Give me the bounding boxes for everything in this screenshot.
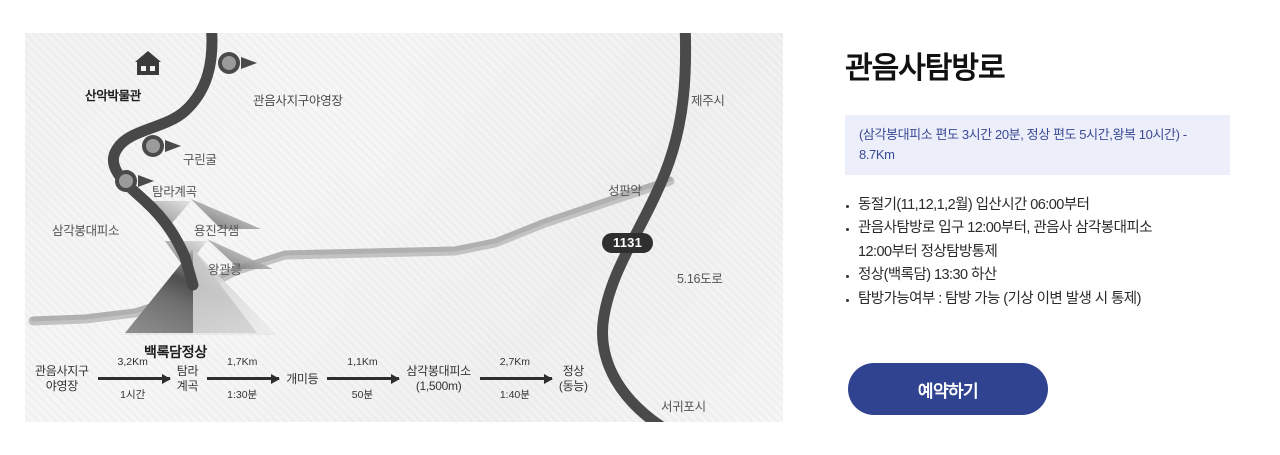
map-label-yongjingak-spring: 용진각샘 bbox=[194, 224, 239, 238]
arrow-right-icon bbox=[479, 373, 553, 384]
route-node-line: 야영장 bbox=[45, 379, 79, 393]
arrow-right-icon bbox=[207, 373, 281, 384]
segment-distance: 1,7Km bbox=[227, 356, 258, 368]
route-node-summit: 정상 (동능) bbox=[559, 364, 588, 394]
map-label-tamna-valley: 탐라계곡 bbox=[152, 185, 197, 199]
route-node-line: 정상 bbox=[562, 364, 585, 378]
segment-distance: 1,1Km bbox=[347, 356, 378, 368]
map-pin-campground[interactable] bbox=[218, 52, 257, 74]
route-summary-strip: 관음사지구 야영장 3,2Km 1시간 탐라 계곡 1,7Km 1:30분 개미… bbox=[35, 348, 775, 410]
notice-item: 정상(백록담) 13:30 하산 bbox=[845, 264, 1245, 287]
road-shield-1131: 1131 bbox=[602, 233, 654, 253]
map-label-mountain-museum: 산악박물관 bbox=[85, 89, 142, 103]
route-node-gaemideung: 개미등 bbox=[286, 371, 319, 387]
trail-summary-box: (삼각봉대피소 편도 3시간 20분, 정상 편도 5시간,왕복 10시간) -… bbox=[845, 115, 1230, 175]
trail-map-panel: 산악박물관 관음사지구야영장 구린굴 탐라계곡 삼각봉대피소 용진각샘 왕관릉 … bbox=[25, 33, 783, 422]
route-node-line: (1,500m) bbox=[415, 379, 462, 393]
map-label-gurin-cave: 구린굴 bbox=[183, 153, 217, 167]
map-label-gwaneumsa-campground: 관음사지구야영장 bbox=[253, 94, 343, 108]
map-label-samgakbong-shelter: 삼각봉대피소 bbox=[52, 224, 120, 238]
map-label-road-516: 5.16도로 bbox=[677, 272, 723, 286]
notice-item: 동절기(11,12,1,2월) 입산시간 06:00부터 bbox=[845, 194, 1245, 217]
map-pin-gurin[interactable] bbox=[142, 135, 181, 157]
segment-time: 1:30분 bbox=[227, 389, 258, 401]
map-label-baengnokdam-summit: 백록담정상 bbox=[144, 344, 207, 360]
map-label-wanggwanreung: 왕관릉 bbox=[208, 263, 242, 277]
segment-distance: 3,2Km bbox=[117, 356, 148, 368]
main-trail bbox=[107, 33, 218, 291]
map-graphics bbox=[28, 33, 692, 422]
map-label-jeju-city: 제주시 bbox=[691, 94, 725, 108]
route-node-campground: 관음사지구 야영장 bbox=[35, 364, 89, 394]
reserve-button[interactable]: 예약하기 bbox=[848, 363, 1048, 415]
route-node-samgakbong-shelter: 삼각봉대피소 (1,500m) bbox=[406, 364, 471, 394]
map-label-seongpanak: 성판악 bbox=[608, 184, 642, 198]
route-node-line: 삼각봉대피소 bbox=[406, 364, 471, 378]
trail-detail-column: 관음사탐방로 (삼각봉대피소 편도 3시간 20분, 정상 편도 5시간,왕복 … bbox=[845, 0, 1265, 455]
notice-list: 동절기(11,12,1,2월) 입산시간 06:00부터 관음사탐방로 입구 1… bbox=[845, 194, 1245, 311]
route-node-line: 개미등 bbox=[286, 371, 319, 386]
route-node-line: 관음사지구 bbox=[35, 364, 89, 378]
page-title: 관음사탐방로 bbox=[845, 52, 1006, 85]
route-segment-3: 1,1Km 50분 bbox=[325, 356, 401, 402]
map-label-seogwipo-city: 서귀포시 bbox=[661, 400, 706, 414]
house-icon bbox=[135, 51, 161, 75]
segment-distance: 2,7Km bbox=[499, 356, 531, 368]
secondary-road bbox=[28, 176, 675, 326]
notice-item: 탐방가능여부 : 탐방 가능 (기상 이변 발생 시 통제) bbox=[845, 288, 1245, 311]
route-segment-4: 2,7Km 1:40분 bbox=[478, 356, 553, 402]
segment-time: 1:40분 bbox=[499, 389, 530, 401]
arrow-right-icon bbox=[97, 373, 171, 384]
route-node-line: (동능) bbox=[558, 379, 588, 393]
notice-item: 관음사탐방로 입구 12:00부터, 관음사 삼각봉대피소 12:00부터 정상… bbox=[845, 217, 1245, 264]
segment-time: 50분 bbox=[351, 389, 374, 401]
route-segment-2: 1,7Km 1:30분 bbox=[205, 356, 281, 402]
route-segment-1: 3,2Km 1시간 bbox=[96, 356, 171, 402]
arrow-right-icon bbox=[327, 373, 401, 384]
route-node-tamna-valley: 탐라 계곡 bbox=[176, 364, 199, 394]
route-node-line: 탐라 bbox=[176, 364, 199, 378]
map-pin-tamna[interactable] bbox=[115, 170, 154, 192]
route-node-line: 계곡 bbox=[176, 379, 199, 393]
segment-time: 1시간 bbox=[120, 389, 146, 401]
